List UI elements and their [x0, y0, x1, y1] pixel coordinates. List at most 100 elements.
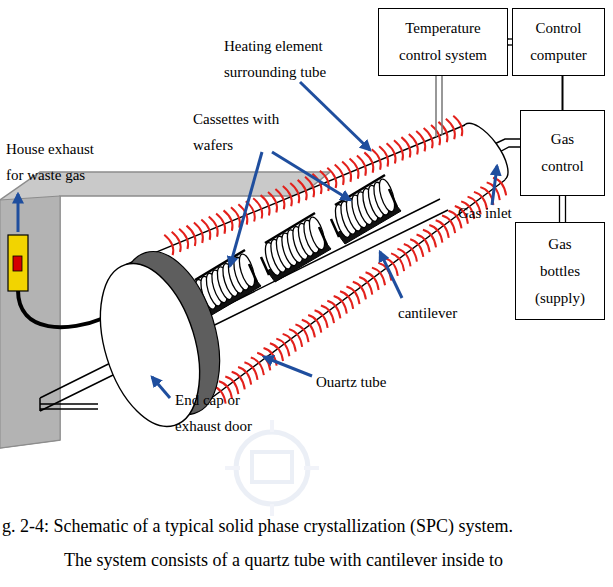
- wafer-cassette: [331, 175, 401, 244]
- heating-coil: [295, 324, 308, 342]
- heating-coil: [417, 234, 430, 252]
- caption-body: The system consists of a quartz tube wit…: [64, 548, 613, 572]
- heating-coil: [253, 198, 262, 218]
- connector-line: [508, 44, 512, 45]
- connector-line: [508, 38, 512, 39]
- heating-coil: [276, 339, 289, 357]
- heating-coil: [359, 277, 372, 295]
- heating-coil: [308, 315, 321, 333]
- heating-coil: [353, 282, 366, 300]
- part-label: cantilever: [398, 300, 498, 326]
- heating-coil: [416, 131, 425, 151]
- heating-coil: [346, 287, 359, 305]
- box-label: Gas bottles (supply): [534, 231, 586, 312]
- heating-coil: [315, 310, 328, 328]
- heating-coil: [302, 320, 315, 338]
- heating-coil: [179, 229, 188, 249]
- box-label: Gas control: [539, 126, 586, 180]
- exhaust-box: [8, 235, 28, 291]
- heating-coil: [387, 143, 396, 163]
- exhaust-indicator: [13, 256, 22, 271]
- connector-line: [562, 76, 564, 110]
- wafer-cassette: [261, 213, 331, 282]
- heating-coil: [401, 137, 410, 157]
- thermo-wires: [436, 76, 442, 137]
- heating-coil: [335, 165, 344, 185]
- heating-coil: [404, 244, 417, 262]
- heating-coil: [340, 291, 353, 309]
- process-box: Gas bottles (supply): [515, 222, 605, 320]
- heating-coil: [289, 329, 302, 347]
- exhaust-hose: [18, 290, 104, 327]
- heating-coil: [410, 239, 423, 257]
- box-label: Control computer: [521, 15, 596, 69]
- heating-coil: [201, 220, 210, 240]
- callout-arrow: [17, 194, 20, 232]
- heating-coil: [321, 305, 334, 323]
- wafer-cassettes: [191, 175, 401, 319]
- heating-coil: [305, 177, 314, 197]
- heating-coil: [270, 343, 283, 361]
- heating-coil: [225, 376, 238, 394]
- heating-coil: [244, 362, 257, 380]
- part-label: Cassettes with wafers: [193, 106, 281, 158]
- heating-coil: [251, 358, 264, 376]
- wafer: [236, 252, 257, 288]
- process-box: Gas control: [520, 110, 605, 196]
- bench-side: [0, 196, 60, 448]
- heating-coil: [409, 134, 418, 154]
- callout-arrow: [300, 82, 370, 150]
- heating-coil: [186, 226, 195, 246]
- callout-arrow: [380, 252, 402, 298]
- process-box: Temperature control system: [378, 8, 508, 76]
- wafer: [306, 215, 327, 251]
- heating-coil: [438, 122, 447, 142]
- logo-rays: [225, 420, 319, 516]
- callout-arrow: [264, 357, 312, 376]
- part-label: Ouartz tube: [316, 369, 426, 395]
- watermark-logo: [225, 420, 319, 516]
- end-cap: [82, 252, 217, 439]
- callout-arrow: [152, 377, 170, 398]
- part-label: Heating element surrounding tube: [224, 33, 349, 85]
- heating-coil: [429, 225, 442, 243]
- heating-coil: [453, 116, 462, 136]
- callout-arrow: [492, 166, 497, 205]
- heating-coil: [216, 213, 225, 233]
- heating-coil: [194, 223, 203, 243]
- connector: [508, 39, 512, 45]
- heating-coil: [290, 183, 299, 203]
- heating-coil: [372, 149, 381, 169]
- heating-coil: [424, 128, 433, 148]
- callout-arrows: [18, 82, 497, 398]
- cassette-frame: [331, 175, 397, 237]
- heating-coil: [397, 249, 410, 267]
- heating-coil: [372, 268, 385, 286]
- heating-coil: [394, 140, 403, 160]
- callout-arrow: [272, 152, 350, 200]
- connector: [560, 196, 566, 222]
- heating-coil: [391, 253, 404, 271]
- heating-coil: [172, 232, 181, 252]
- connector: [562, 76, 563, 110]
- heating-coil: [268, 192, 277, 212]
- heating-coil: [232, 372, 245, 390]
- wafer: [376, 177, 397, 213]
- connector-line: [565, 196, 566, 222]
- heating-coil: [366, 272, 379, 290]
- logo-shield: [252, 452, 292, 482]
- cassette-frame: [261, 213, 327, 275]
- heating-coil: [209, 216, 218, 236]
- heating-coil: [342, 162, 351, 182]
- logo-ring: [236, 432, 308, 504]
- heating-coil: [357, 155, 366, 175]
- heating-coil: [423, 230, 436, 248]
- heating-coil: [327, 301, 340, 319]
- heating-coil: [261, 195, 270, 215]
- cantilever-fork: [40, 404, 98, 409]
- box-label: Temperature control system: [391, 15, 495, 69]
- heating-coil: [238, 367, 251, 385]
- figure-caption: g. 2-4: Schematic of a typical solid pha…: [2, 514, 513, 538]
